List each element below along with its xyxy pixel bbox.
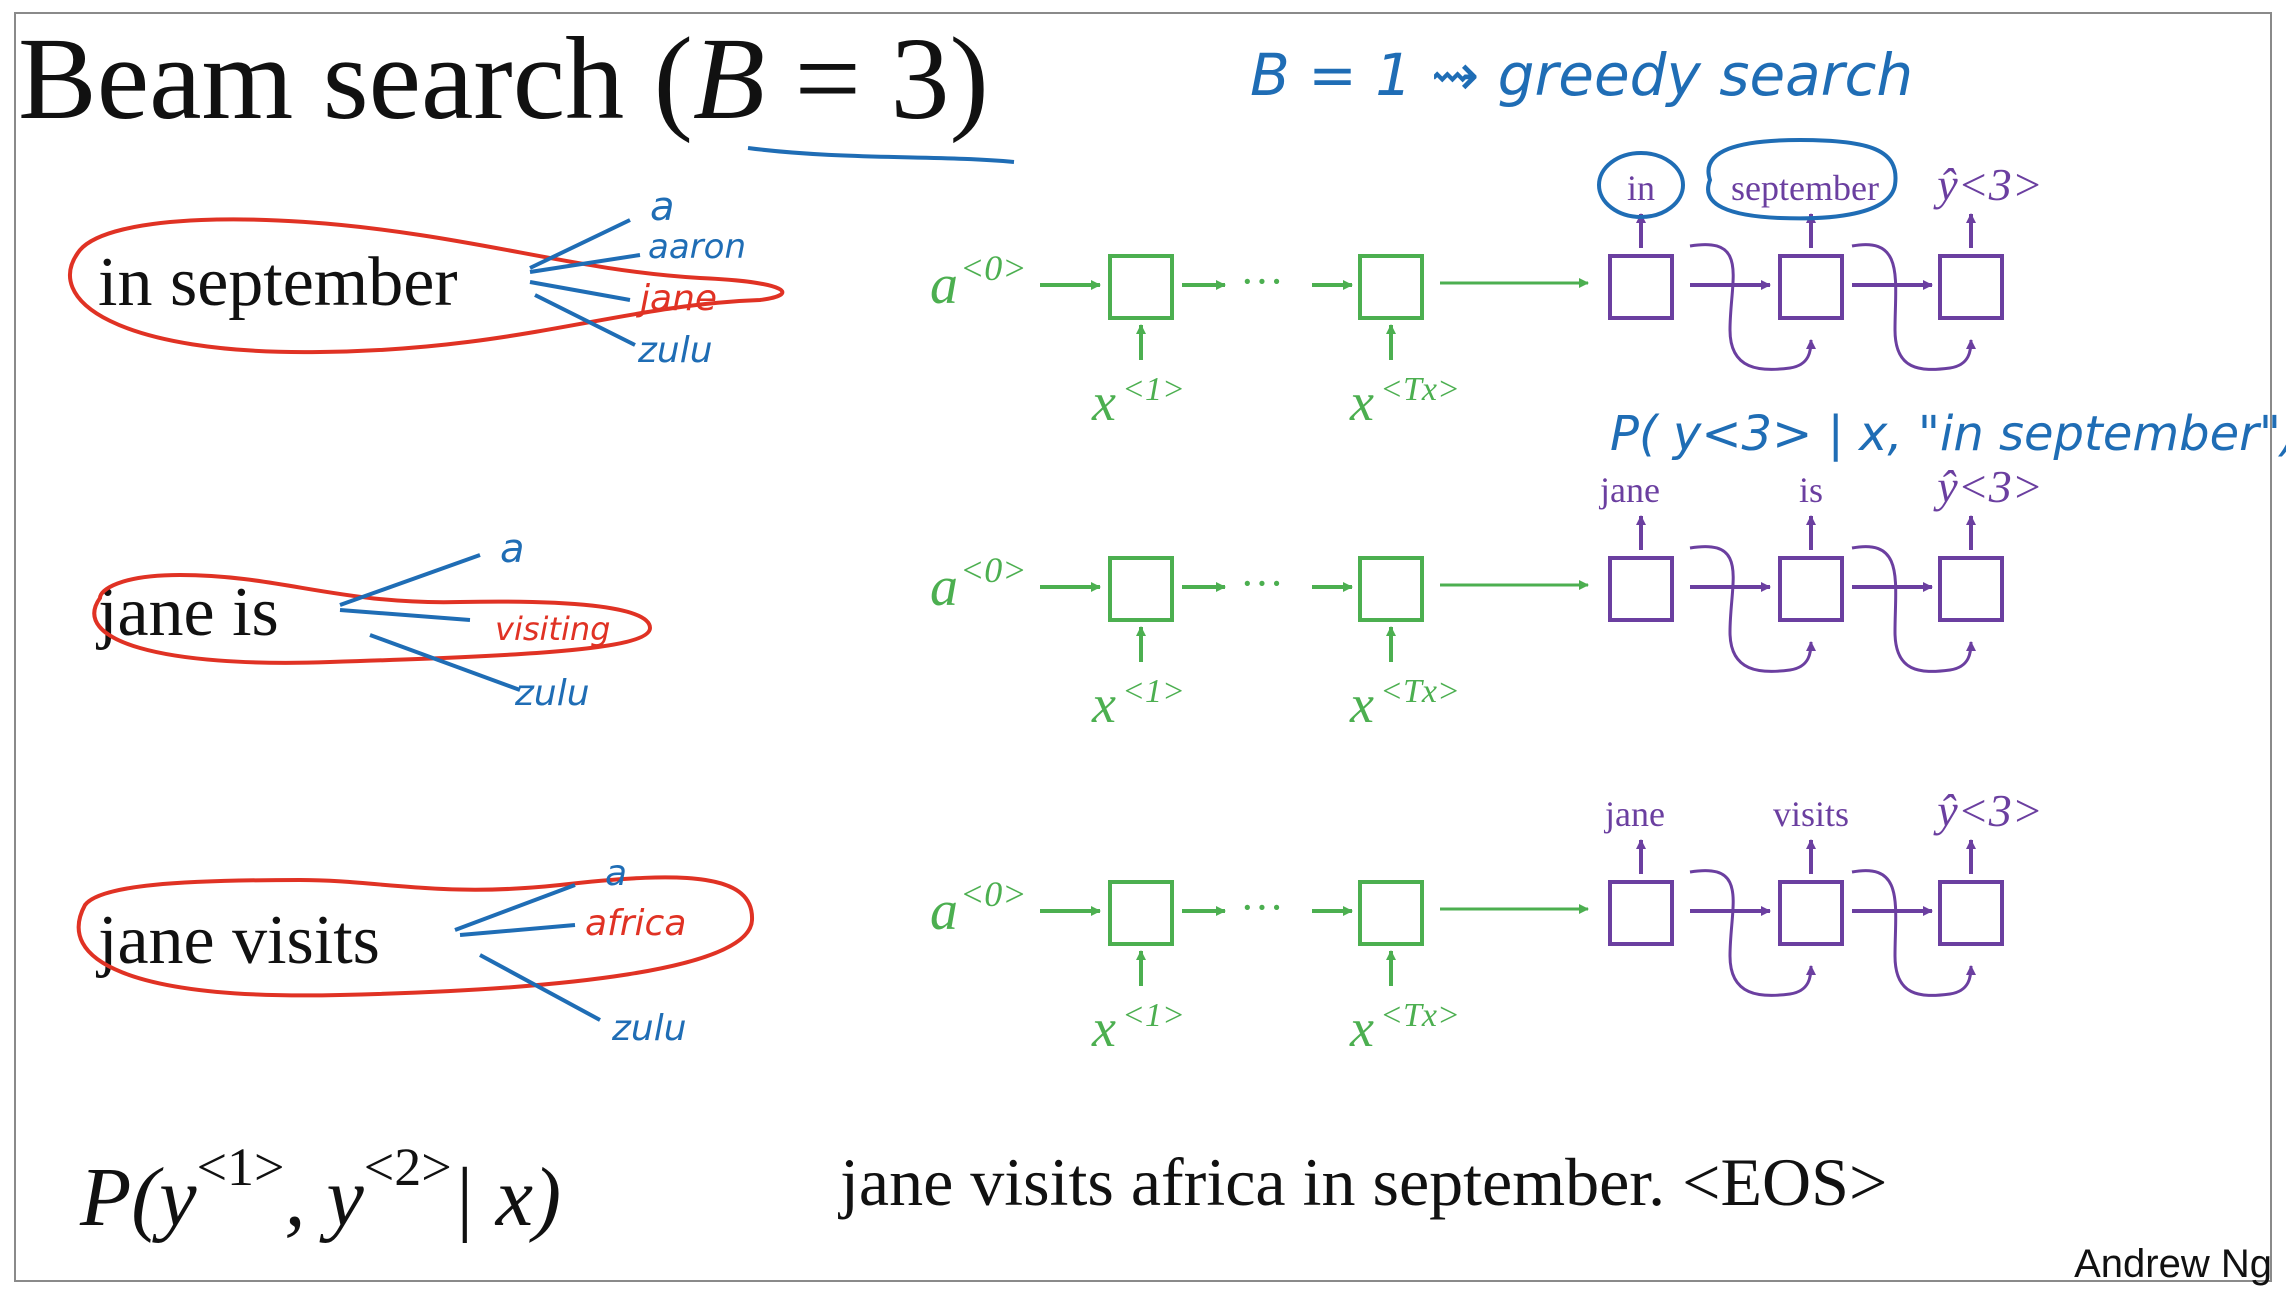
decoder-label-3: ŷ<3> bbox=[1933, 461, 2043, 512]
candidate-3-a: a bbox=[605, 853, 627, 894]
input-xtx: x bbox=[1349, 998, 1374, 1058]
candidate-2-a: a bbox=[500, 526, 525, 572]
beam-ellipse-2 bbox=[92, 572, 653, 665]
decoder-cell-3 bbox=[1938, 254, 2004, 320]
input-x1-sup: <1> bbox=[1122, 673, 1185, 710]
input-x1-sup: <1> bbox=[1122, 371, 1185, 408]
decoder-label-1: in bbox=[1627, 168, 1655, 208]
input-xtx-sup: <Tx> bbox=[1380, 673, 1460, 710]
decoder-cell-1 bbox=[1608, 254, 1674, 320]
input-xtx: x bbox=[1349, 674, 1374, 734]
activation-a0-sup: <0> bbox=[960, 248, 1027, 288]
encoder-cell-last bbox=[1358, 556, 1424, 622]
activation-a0-text: a bbox=[930, 556, 958, 618]
branches-1 bbox=[529, 218, 641, 347]
candidate-1-zulu: zulu bbox=[637, 330, 713, 371]
decoder-label-2: is bbox=[1799, 470, 1823, 510]
candidate-2-zulu: zulu bbox=[514, 673, 590, 714]
decoder-cell-2 bbox=[1778, 556, 1844, 622]
feedback-connector bbox=[1689, 243, 1816, 371]
beam-ellipse-3 bbox=[76, 875, 755, 998]
encoder-ellipsis: ··· bbox=[1240, 257, 1284, 306]
formula-end: | x) bbox=[451, 1151, 562, 1244]
formula-mid: , y bbox=[284, 1151, 364, 1244]
feedback-connector bbox=[1851, 869, 1976, 997]
network-row-1: a <0> ··· x <1> x <Tx> in september ŷ<3> bbox=[930, 137, 2043, 432]
joint-probability-formula: P(y<1>, y<2>| x) bbox=[80, 1140, 561, 1240]
title-variable: B bbox=[692, 13, 765, 144]
output-sentence: jane visits africa in september. <EOS> bbox=[840, 1144, 1888, 1220]
activation-a0-sup: <0> bbox=[960, 550, 1027, 590]
decoder-label-1: jane bbox=[1598, 470, 1660, 510]
encoder-cell-1 bbox=[1108, 880, 1174, 946]
activation-a0-sup: <0> bbox=[960, 874, 1027, 914]
encoder-cell-last bbox=[1358, 880, 1424, 946]
network-row-2: a <0> ··· x <1> x <Tx> jane is ŷ<3> bbox=[930, 461, 2043, 734]
decoder-cell-3 bbox=[1938, 880, 2004, 946]
candidate-1-jane: jane bbox=[635, 278, 717, 319]
decoder-cell-1 bbox=[1608, 880, 1674, 946]
title-prefix: Beam search ( bbox=[18, 13, 693, 144]
candidate-1-aaron: aaron bbox=[648, 227, 746, 267]
decoder-cell-2 bbox=[1778, 880, 1844, 946]
candidate-3-zulu: zulu bbox=[611, 1008, 687, 1049]
beam-phrase-3: jane visits bbox=[98, 902, 380, 979]
encoder-cell-1 bbox=[1108, 556, 1174, 622]
activation-a0-text: a bbox=[930, 254, 958, 316]
title-rest: = 3) bbox=[764, 13, 989, 144]
input-x1: x bbox=[1091, 372, 1116, 432]
encoder-cell-last bbox=[1358, 254, 1424, 320]
beam-ellipse-1 bbox=[68, 217, 785, 355]
feedback-connector bbox=[1689, 869, 1816, 997]
formula-p: P(y bbox=[80, 1151, 197, 1244]
activation-a0-text: a bbox=[930, 880, 958, 942]
decoder-label-3: ŷ<3> bbox=[1933, 159, 2043, 210]
decoder-label-2: september bbox=[1731, 168, 1879, 208]
author-credit: Andrew Ng bbox=[2074, 1242, 2272, 1286]
decoder-cell-1 bbox=[1608, 556, 1674, 622]
branches-2 bbox=[339, 553, 521, 692]
decoder-label-3: ŷ<3> bbox=[1933, 785, 2043, 836]
formula-sup1: <1> bbox=[196, 1137, 285, 1197]
candidate-2-visiting: visiting bbox=[495, 610, 610, 648]
highlight-circle-in bbox=[1597, 151, 1685, 219]
probability-note: P( y<3> | x, "in september") bbox=[1610, 406, 2286, 462]
candidate-1-a: a bbox=[650, 184, 675, 230]
beam-phrase-1: in september bbox=[98, 244, 458, 321]
highlight-circle-september bbox=[1706, 137, 1898, 221]
branches-3 bbox=[454, 883, 601, 1022]
page-title: Beam search (B = 3) bbox=[18, 20, 989, 138]
feedback-connector bbox=[1851, 545, 1976, 673]
decoder-label-2: visits bbox=[1773, 794, 1849, 834]
input-x1: x bbox=[1091, 674, 1116, 734]
encoder-ellipsis: ··· bbox=[1240, 883, 1284, 932]
formula-sup2: <2> bbox=[363, 1137, 452, 1197]
input-x1-sup: <1> bbox=[1122, 997, 1185, 1034]
encoder-ellipsis: ··· bbox=[1240, 559, 1284, 608]
decoder-cell-2 bbox=[1778, 254, 1844, 320]
network-row-3: a <0> ··· x <1> x <Tx> jane visits ŷ<3> bbox=[930, 785, 2043, 1058]
input-xtx-sup: <Tx> bbox=[1380, 997, 1460, 1034]
greedy-note: B = 1 ⇝ greedy search bbox=[1250, 41, 1913, 109]
input-xtx-sup: <Tx> bbox=[1380, 371, 1460, 408]
feedback-connector bbox=[1689, 545, 1816, 673]
decoder-label-1: jane bbox=[1603, 794, 1665, 834]
candidate-3-africa: africa bbox=[585, 903, 686, 944]
input-x1: x bbox=[1091, 998, 1116, 1058]
title-underline bbox=[747, 146, 1015, 164]
beam-phrase-2: jane is bbox=[98, 574, 279, 651]
feedback-connector bbox=[1851, 243, 1976, 371]
encoder-cell-1 bbox=[1108, 254, 1174, 320]
decoder-cell-3 bbox=[1938, 556, 2004, 622]
input-xtx: x bbox=[1349, 372, 1374, 432]
